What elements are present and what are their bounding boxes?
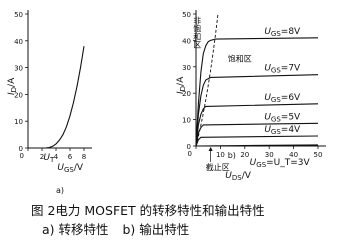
y-tick-label: 30 <box>14 65 23 73</box>
y-tick-label: 50 <box>182 11 191 19</box>
y-tick-label: 0 <box>19 145 23 153</box>
x-tick-label: 4 <box>54 153 59 161</box>
series-label: UGS=4V <box>264 125 301 136</box>
region-label-nonsaturation: 非饱和区 <box>193 16 202 49</box>
y-tick-label: 40 <box>14 38 23 46</box>
series-line <box>195 135 319 147</box>
panel-label: b) <box>228 151 236 160</box>
x-axis-label: UGS/V <box>57 163 84 174</box>
series-line <box>195 144 319 147</box>
x-axis-label: UDS/V <box>225 171 251 182</box>
threshold-label: UT <box>43 153 55 164</box>
y-tick-label: 20 <box>14 91 23 99</box>
origin-label: 0 <box>20 152 24 160</box>
series-label: UGS=6V <box>264 93 301 104</box>
panel-label: a) <box>56 186 64 195</box>
figure-subcaption: a) 转移特性 b) 输出特性 <box>42 219 199 238</box>
y-tick-label: 50 <box>14 11 23 19</box>
chart-output-characteristic: 0 10 20 30 40 50 10 20 30 40 50 0 UGS=8V UGS=7V UGS=6V… <box>176 10 326 182</box>
y-tick-label: 20 <box>182 90 191 98</box>
y-tick-label: 10 <box>182 117 191 125</box>
series-line <box>195 37 319 147</box>
y-tick-label: 10 <box>14 118 23 126</box>
subcaption-a: a) 转移特性 <box>42 222 109 237</box>
x-tick-label: 50 <box>314 151 323 159</box>
region-label-cutoff: 截止区 <box>206 162 230 172</box>
x-tick-label: 30 <box>265 151 274 159</box>
series-line <box>195 74 319 147</box>
series-label: UGS=5V <box>264 112 301 123</box>
series-label: UGS=8V <box>264 27 301 38</box>
series-line <box>195 103 319 147</box>
x-tick-label: 8 <box>82 153 86 161</box>
y-tick-label: 30 <box>182 64 191 72</box>
series-label: UGS=U_T=3V <box>250 158 311 169</box>
region-label-saturation: 饱和区 <box>228 54 252 64</box>
y-axis-label: ID/A <box>7 77 18 95</box>
series-line <box>45 46 85 149</box>
x-tick-label: 10 <box>216 151 225 159</box>
figure-caption: 图 2电力 MOSFET 的转移特性和输出特性 <box>31 203 265 218</box>
series-line <box>195 122 319 147</box>
x-tick-label: 6 <box>68 153 73 161</box>
saturation-boundary-line <box>195 13 219 147</box>
y-tick-label: 40 <box>182 37 191 45</box>
series-label: UGS=7V <box>264 64 301 75</box>
x-tick-label: 20 <box>240 151 249 159</box>
x-tick-label: 40 <box>289 151 298 159</box>
origin-label: 0 <box>188 150 192 158</box>
subcaption-b: b) 输出特性 <box>122 222 190 237</box>
y-tick-label: 0 <box>187 143 191 151</box>
x-tick-label: 2 <box>40 153 44 161</box>
y-axis-label: ID/A <box>176 76 187 94</box>
